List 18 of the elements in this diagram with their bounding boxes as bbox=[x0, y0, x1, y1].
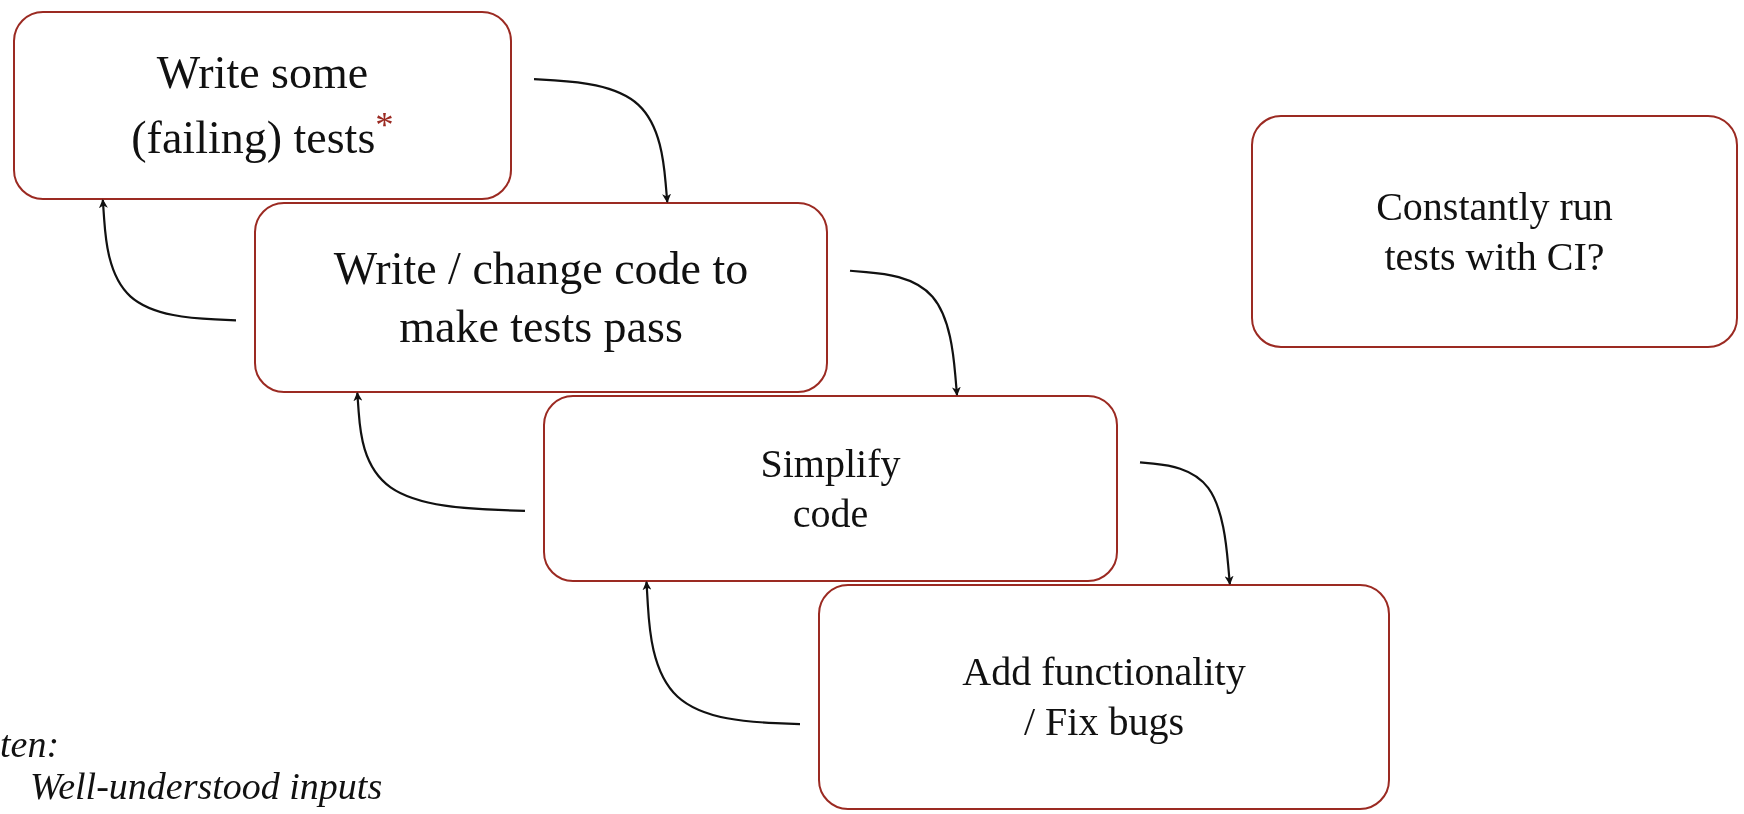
process-box bbox=[254, 202, 828, 393]
curved-arrow bbox=[533, 77, 672, 203]
box-text: Add functionality / Fix bugs bbox=[961, 648, 1247, 746]
curved-arrow bbox=[1139, 461, 1234, 585]
box-text: Simplify code bbox=[759, 439, 902, 538]
process-box bbox=[1251, 115, 1738, 348]
box-text: Write some (failing) tests$^{*}$ bbox=[130, 46, 395, 166]
process-box bbox=[818, 584, 1390, 810]
curved-arrow bbox=[849, 269, 961, 396]
box-text: Constantly run tests with CI? bbox=[1375, 182, 1614, 281]
curved-arrow bbox=[353, 392, 526, 513]
curved-arrow bbox=[642, 581, 801, 726]
process-box bbox=[13, 11, 512, 200]
note-text: ten: bbox=[0, 722, 60, 766]
curved-arrow bbox=[98, 199, 237, 322]
box-text: Write / change code to make tests pass bbox=[332, 242, 750, 354]
process-box bbox=[543, 395, 1118, 582]
note-text: Well-understood inputs bbox=[30, 764, 383, 808]
